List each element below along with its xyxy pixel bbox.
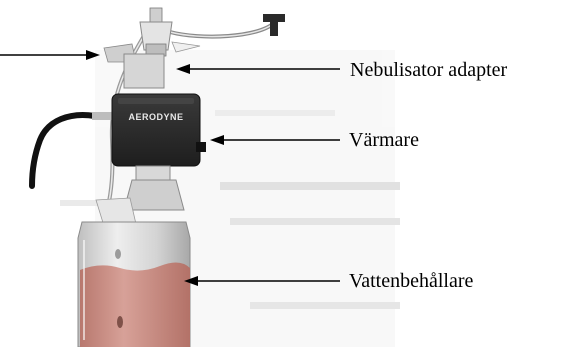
power-cable (29, 112, 114, 189)
label-heater: Värmare (349, 129, 419, 151)
callout-arrow-nebulizer (176, 64, 340, 74)
nebulizer-adapter (103, 7, 201, 89)
label-nebulizer-adapter: Nebulisator adapter (350, 59, 508, 81)
inlet-arrow (0, 50, 100, 60)
t-connector (263, 14, 285, 36)
callout-arrow-reservoir (184, 276, 340, 286)
heater-unit: AERODYNE (111, 93, 206, 167)
heater-brand-text: AERODYNE (128, 112, 183, 122)
water-reservoir (77, 221, 191, 348)
callout-arrow-heater (210, 135, 340, 145)
bottle-neck (95, 165, 185, 227)
label-water-reservoir: Vattenbehållare (349, 270, 474, 292)
